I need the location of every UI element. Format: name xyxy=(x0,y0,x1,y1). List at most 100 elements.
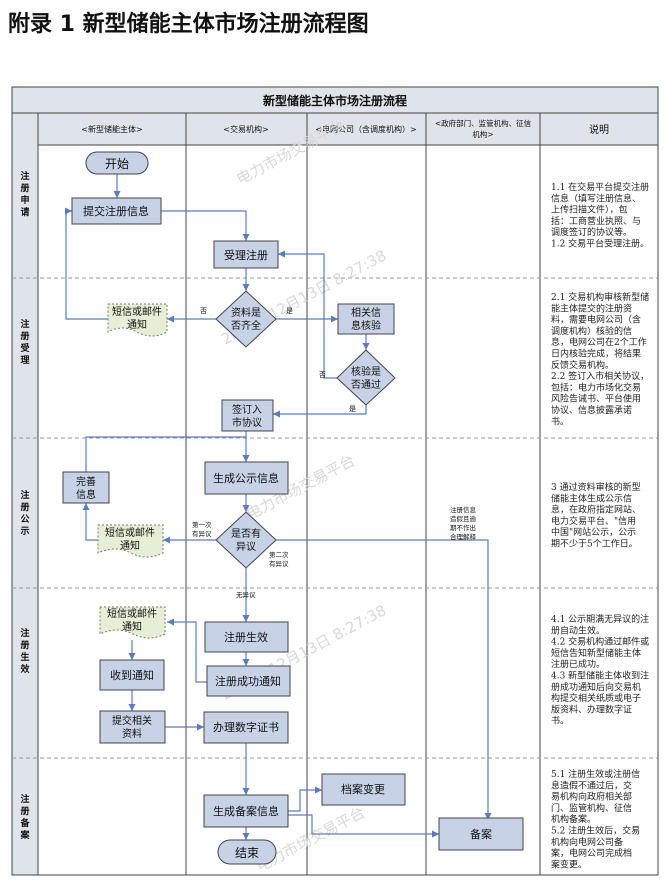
page-title: 附录 1 新型储能主体市场注册流程图 xyxy=(8,12,369,37)
svg-text:短信或邮件: 短信或邮件 xyxy=(105,526,155,539)
svg-text:息核验: 息核验 xyxy=(351,319,381,332)
note-effective-line: 短信告知新型储能主体 xyxy=(551,647,641,659)
row-label-1: 请 xyxy=(20,206,29,218)
node-generate-public-info: 生成公示信息 xyxy=(204,461,289,495)
node-sms-email-notice: 短信或邮件 通知 xyxy=(97,524,164,558)
svg-text:通知: 通知 xyxy=(127,318,147,331)
svg-text:是否有: 是否有 xyxy=(231,527,261,540)
svg-text:注册生效: 注册生效 xyxy=(224,630,268,644)
row-label-4: 生 xyxy=(20,651,29,663)
edge-label-gov-note: 期不作出 xyxy=(450,523,476,532)
svg-text:受理注册: 受理注册 xyxy=(224,248,268,262)
node-record: 备案 xyxy=(438,817,524,851)
row-label-2: 册 xyxy=(20,331,29,342)
note-public-line: 储能主体生成公示信 xyxy=(551,492,632,504)
note-apply-line: 1.2 交易平台受理注册。 xyxy=(551,238,649,250)
edge-label-no-objection: 无异议 xyxy=(236,591,256,599)
svg-text:生成备案信息: 生成备案信息 xyxy=(213,804,279,818)
note-accept-line: 书。 xyxy=(551,416,569,427)
note-apply-line: 调度签订的协议等。 xyxy=(551,226,632,238)
svg-text:资料: 资料 xyxy=(122,727,142,740)
node-start: 开始 xyxy=(85,151,149,175)
svg-text:收到通知: 收到通知 xyxy=(110,668,154,682)
note-record-line: 机构备案。 xyxy=(551,813,596,825)
diagram-title: 新型储能主体市场注册流程 xyxy=(263,93,407,108)
node-receive-notice: 收到通知 xyxy=(99,659,165,691)
node-digital-certificate: 办理数字证书 xyxy=(203,711,289,744)
svg-text:市协议: 市协议 xyxy=(232,416,262,429)
note-record-line: 5.1 注册生效或注册信 xyxy=(551,768,640,780)
row-label-2: 受 xyxy=(20,342,29,354)
row-label-band xyxy=(11,112,39,876)
note-accept-line: 调度机构）核验的信 xyxy=(551,325,632,337)
note-record-line: 5.2 注册生效后，交易 xyxy=(551,825,640,837)
node-generate-record-info: 生成备案信息 xyxy=(203,794,289,828)
svg-text:办理数字证书: 办理数字证书 xyxy=(213,720,279,734)
row-label-4: 册 xyxy=(20,640,29,651)
edge-label-yes: 是 xyxy=(349,405,356,413)
node-submit-documents: 提交相关 资料 xyxy=(99,710,166,744)
row-label-5: 册 xyxy=(20,806,29,817)
note-public-line: 3 通过资料审核的新型 xyxy=(551,481,641,493)
note-accept-line: 能主体提交的注册资 xyxy=(551,302,632,314)
edge-label-second-objection: 有异议 xyxy=(269,559,289,568)
row-label-5: 注 xyxy=(20,793,29,805)
row-label-1: 注 xyxy=(20,170,29,182)
note-public-line: 息，在政府指定网站、 xyxy=(551,504,641,516)
note-effective-line: 版资料、办理数字证 xyxy=(551,703,632,715)
note-record-line: 门、监管机构、征信 xyxy=(551,802,632,814)
row-label-5: 备 xyxy=(19,817,30,829)
row-label-3: 公 xyxy=(20,514,29,525)
note-record-line: 易机构向政府相关部 xyxy=(551,791,632,803)
edge-label-gov-note: 合理解释 xyxy=(450,532,477,541)
node-registration-effective: 注册生效 xyxy=(204,621,289,653)
column-header-band xyxy=(11,112,659,146)
note-accept-line: 反馈交易机构。 xyxy=(551,359,614,371)
node-documents-complete-decision: 资料是 否齐全 xyxy=(215,290,277,348)
note-public-line: 中国"网站公示，公示 xyxy=(551,526,636,538)
node-verification-passed-decision: 核验是 否通过 xyxy=(336,349,396,406)
note-effective-line: 册自动生效。 xyxy=(551,624,605,636)
svg-text:否齐全: 否齐全 xyxy=(231,319,261,332)
note-accept-line: 风险告诫书、平台使用 xyxy=(551,393,641,405)
note-accept-line: 日内核验完成，将结果 xyxy=(551,348,641,360)
edge-label-second-objection: 第二次 xyxy=(269,550,289,559)
svg-text:结束: 结束 xyxy=(235,846,259,860)
note-effective-line: 册成功通知后向交易机 xyxy=(551,681,641,693)
note-record-line: 案，电网公司完成档 xyxy=(551,847,632,859)
svg-text:通知: 通知 xyxy=(120,539,140,552)
svg-text:短信或邮件: 短信或邮件 xyxy=(112,305,162,318)
svg-text:短信或邮件: 短信或邮件 xyxy=(107,607,157,620)
note-accept-line: 2.1 交易机构审核新型储 xyxy=(551,291,649,303)
row-label-1: 申 xyxy=(20,194,29,206)
note-effective-line: 4.1 公示期满无异议的注 xyxy=(551,613,649,625)
note-effective-line: 构提交相关纸质或电子 xyxy=(551,692,641,704)
note-accept-line: 息，电网公司在2个工作 xyxy=(551,336,647,348)
node-sms-email-notice: 短信或邮件 通知 xyxy=(107,303,168,337)
svg-text:注册成功通知: 注册成功通知 xyxy=(215,674,281,688)
svg-text:异议: 异议 xyxy=(236,541,256,553)
note-public-line: 期不少于5个工作日。 xyxy=(551,538,638,550)
note-effective-line: 4.2 交易机构通过邮件或 xyxy=(551,636,649,648)
note-effective-line: 4.3 新型储能主体收到注 xyxy=(551,670,649,682)
node-end: 结束 xyxy=(217,839,277,865)
note-accept-line: 包括：电力市场化交易 xyxy=(551,381,641,393)
svg-text:档案变更: 档案变更 xyxy=(341,782,385,796)
node-verify-info: 相关信 息核验 xyxy=(337,303,395,335)
note-accept-line: 料，需要电网公司（含 xyxy=(551,314,641,326)
edge-label-gov-note: 注册信息 xyxy=(450,505,477,514)
note-record-line: 案变更。 xyxy=(551,858,587,870)
row-label-1: 册 xyxy=(20,183,29,194)
row-label-2: 注 xyxy=(20,318,29,330)
edge-label-gov-note: 造假且逾 xyxy=(450,514,477,523)
edge-label-no: 否 xyxy=(200,307,207,315)
edge-label-no: 否 xyxy=(319,371,326,379)
note-apply-line: 1.1 在交易平台提交注册 xyxy=(551,181,649,193)
node-sign-market-agreement: 签订入 市协议 xyxy=(221,399,274,432)
svg-text:备案: 备案 xyxy=(470,827,492,841)
column-header-energy-storage: <新型储能主体> xyxy=(81,124,142,134)
node-archive-change: 档案变更 xyxy=(321,773,406,806)
note-effective-line: 注册已成功。 xyxy=(551,658,605,670)
edge-label-first-objection: 有异议 xyxy=(192,529,212,538)
